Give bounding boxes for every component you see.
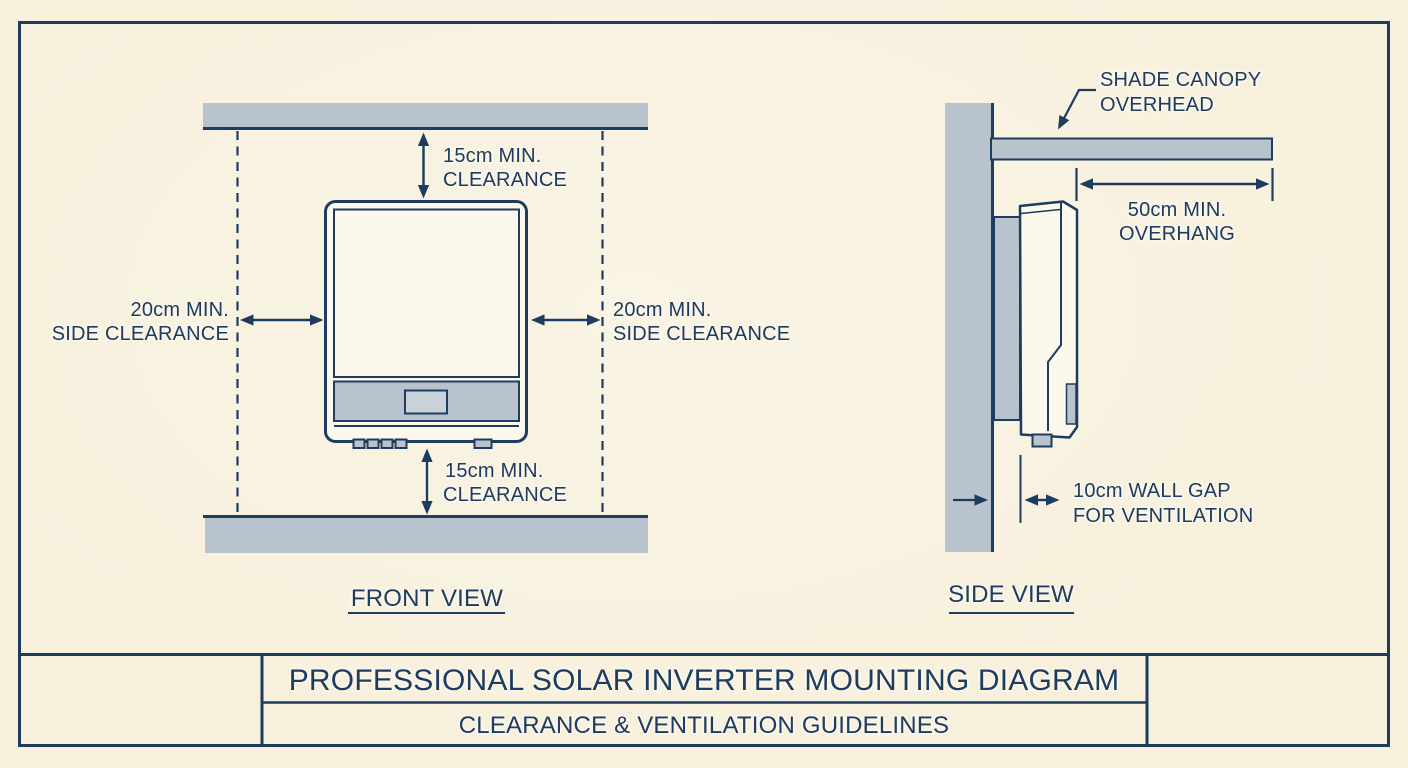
canopy-label-line1: SHADE CANOPY xyxy=(1100,69,1261,91)
inverter-front xyxy=(324,200,528,449)
overhang-dimension: 50cm MIN. OVERHANG xyxy=(1075,168,1274,247)
top-clearance-label-line2: CLEARANCE xyxy=(443,169,567,191)
arrow-up-icon xyxy=(421,448,433,462)
arrow-left-icon xyxy=(240,314,254,326)
bottom-clearance-dimension: 15cm MIN. CLEARANCE xyxy=(421,448,569,515)
cable-glands xyxy=(352,438,493,449)
wall xyxy=(945,103,992,552)
canopy-callout: SHADE CANOPY OVERHEAD xyxy=(1053,67,1263,133)
arrow-right-icon xyxy=(310,314,324,326)
canopy-label-line2: OVERHEAD xyxy=(1100,94,1214,116)
side-view-title: SIDE VIEW xyxy=(948,581,1074,608)
right-clearance-dimension: 20cm MIN. SIDE CLEARANCE xyxy=(531,297,792,347)
side-view: SHADE CANOPY OVERHEAD 50cm MIN. OVERHANG xyxy=(945,67,1274,614)
bottom-clearance-label-line2: CLEARANCE xyxy=(443,484,567,506)
canopy-leader-line xyxy=(1061,88,1096,123)
top-cap-line xyxy=(1020,208,1061,215)
left-clearance-label-line2: SIDE CLEARANCE xyxy=(52,323,229,345)
left-clearance-label-line1: 20cm MIN. xyxy=(131,299,229,321)
wall-gap-label-line2: FOR VENTILATION xyxy=(1073,505,1253,527)
display-screen xyxy=(404,389,448,415)
arrow-right-icon xyxy=(1046,494,1060,506)
shade-canopy xyxy=(990,137,1273,161)
cable-gland xyxy=(366,438,380,449)
cable-gland xyxy=(352,438,366,449)
wall-gap-dimension: 10cm WALL GAP FOR VENTILATION xyxy=(953,455,1255,529)
arrow-right-icon xyxy=(1256,178,1270,190)
arrow-down-icon xyxy=(421,501,433,515)
overhang-label-line2: OVERHANG xyxy=(1119,223,1235,245)
sheet-title: PROFESSIONAL SOLAR INVERTER MOUNTING DIA… xyxy=(289,664,1120,697)
top-clearance-dimension: 15cm MIN. CLEARANCE xyxy=(417,132,569,199)
inverter-side xyxy=(993,200,1079,448)
leader-arrowhead-icon xyxy=(1053,114,1070,133)
front-cover-edge-line xyxy=(1047,203,1062,431)
bottom-gland xyxy=(1031,433,1053,448)
arrow-left-icon xyxy=(531,314,545,326)
bottom-clearance-label-line1: 15cm MIN. xyxy=(445,460,543,482)
floor-bar xyxy=(205,518,648,553)
left-clearance-dimension: 20cm MIN. SIDE CLEARANCE xyxy=(50,297,324,347)
arrow-left-icon xyxy=(1079,178,1093,190)
ceiling-bar xyxy=(203,103,648,127)
cable-gland xyxy=(380,438,394,449)
inverter-side-band xyxy=(1065,383,1077,425)
front-view-title: FRONT VIEW xyxy=(351,585,503,612)
right-clearance-label-line2: SIDE CLEARANCE xyxy=(613,323,790,345)
sheet-subtitle: CLEARANCE & VENTILATION GUIDELINES xyxy=(459,712,949,739)
arrow-up-icon xyxy=(417,132,430,146)
right-clearance-label-line1: 20cm MIN. xyxy=(613,299,711,321)
arrow-left-icon xyxy=(1024,494,1038,506)
title-block: PROFESSIONAL SOLAR INVERTER MOUNTING DIA… xyxy=(18,653,1389,746)
inverter-side-body xyxy=(1018,200,1079,439)
overhang-label-line1: 50cm MIN. xyxy=(1128,199,1226,221)
arrow-right-icon xyxy=(587,314,601,326)
cable-gland xyxy=(394,438,408,449)
drawing-frame-border xyxy=(18,21,1390,747)
inverter-front-panel xyxy=(333,208,520,378)
cable-gland-wide xyxy=(473,438,493,449)
arrow-down-icon xyxy=(417,185,430,199)
wall-gap-label-line1: 10cm WALL GAP xyxy=(1073,480,1231,502)
front-view: 15cm MIN. CLEARANCE 15cm MIN. CLEARANCE … xyxy=(50,103,792,614)
mounting-rail xyxy=(993,216,1021,421)
top-clearance-label-line1: 15cm MIN. xyxy=(443,145,541,167)
